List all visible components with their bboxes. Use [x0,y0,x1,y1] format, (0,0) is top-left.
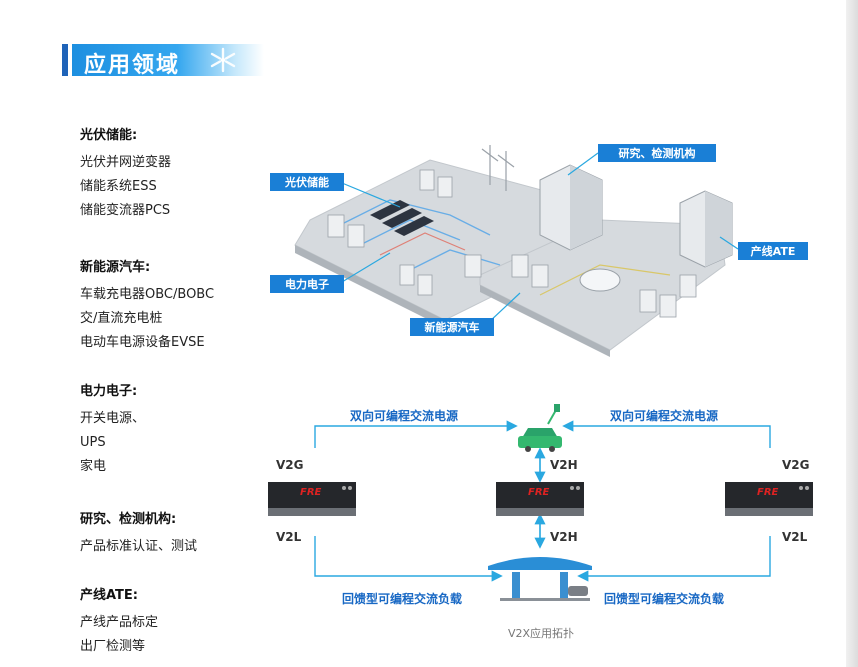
list-item: UPS [80,435,106,450]
snowflake-star-icon [210,47,236,73]
label-v2l-left: V2L [276,530,302,544]
section-title: 光伏储能: [80,128,138,143]
section-ate: 产线ATE: 产线产品标定 出厂检测等 [80,584,158,659]
callout-power-electronics: 电力电子 [285,277,329,291]
callout-research: 研究、检测机构 [619,146,696,160]
power-device-left [268,482,356,516]
list-item: 家电 [80,459,107,474]
list-item: 出厂检测等 [80,639,146,654]
list-item: 储能系统ESS [80,179,157,194]
power-device-right [725,482,813,516]
label-v2h-bottom: V2H [550,530,578,544]
page-title: 应用领域 [84,53,181,78]
device-brand-center: FRE [528,487,550,498]
ev-car-icon [518,404,562,452]
list-item: 车载充电器OBC/BOBC [80,287,215,302]
callout-ev: 新能源汽车 [425,320,480,334]
list-item: 光伏并网逆变器 [80,155,172,170]
header-band [72,44,264,76]
list-item: 产线产品标定 [80,615,159,630]
list-item: 开关电源、 [80,411,146,426]
label-regenerative-load-right: 回馈型可编程交流负载 [604,592,725,606]
device-brand-right: FRE [757,487,779,498]
v2x-topology: FRE FRE FRE 双向可编程交流电源 双向可编程交流电源 回馈型可编程交流… [260,388,830,648]
application-illustration: 光伏储能 研究、检测机构 产线ATE 电力电子 新能源汽车 [270,144,808,357]
label-v2l-right: V2L [782,530,808,544]
page-edge [846,0,858,667]
section-research: 研究、检测机构: 产品标准认证、测试 [80,508,197,559]
topology-caption: V2X应用拓扑 [508,627,575,640]
label-v2g-right: V2G [782,458,810,472]
power-device-center [496,482,584,516]
charging-station-icon [488,557,592,601]
label-bidirectional-ac-right: 双向可编程交流电源 [610,409,719,423]
callout-pv-storage: 光伏储能 [284,175,329,189]
label-v2g-left: V2G [276,458,304,472]
list-item: 储能变流器PCS [80,203,171,218]
callout-ate: 产线ATE [751,244,796,258]
list-item: 交/直流充电桩 [80,311,163,326]
section-title: 新能源汽车: [80,260,151,275]
label-bidirectional-ac-left: 双向可编程交流电源 [350,409,459,423]
section-ev: 新能源汽车: 车载充电器OBC/BOBC 交/直流充电桩 电动车电源设备EVSE [80,256,214,355]
label-v2h-top: V2H [550,458,578,472]
list-item: 产品标准认证、测试 [80,539,198,554]
device-brand-left: FRE [300,487,322,498]
list-item: 电动车电源设备EVSE [80,335,205,350]
header-accent-bar [62,44,68,76]
section-title: 电力电子: [80,384,138,399]
section-pv-storage: 光伏储能: 光伏并网逆变器 储能系统ESS 储能变流器PCS [80,124,171,223]
section-title: 产线ATE: [80,588,138,603]
section-power-electronics: 电力电子: 开关电源、 UPS 家电 [80,380,145,479]
label-regenerative-load-left: 回馈型可编程交流负载 [342,592,463,606]
topology-lines [268,404,813,601]
section-title: 研究、检测机构: [80,512,177,527]
